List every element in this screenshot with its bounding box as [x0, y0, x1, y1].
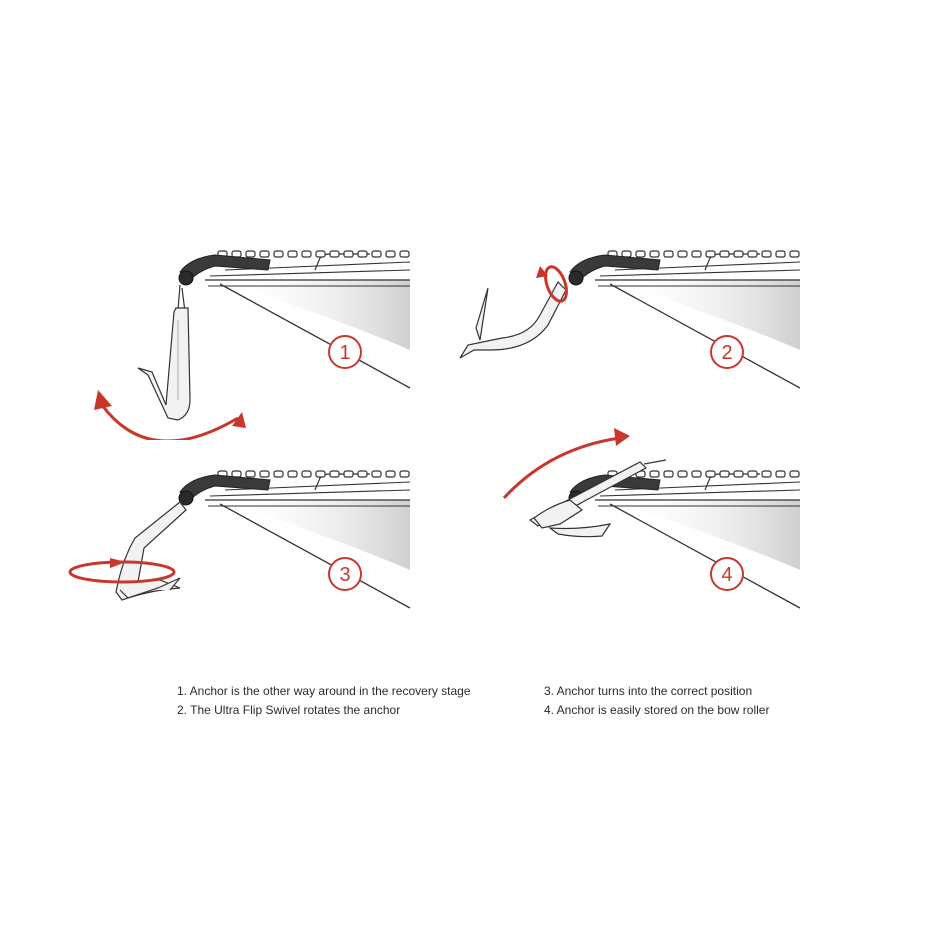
step-4-illustration: 4 [430, 420, 830, 660]
step-number-1: 1 [339, 342, 350, 364]
step-number-3: 3 [339, 564, 350, 586]
step-1-illustration: 1 [40, 200, 440, 440]
step-2-illustration: 2 [430, 200, 830, 440]
bow-roller-drawing [179, 251, 410, 388]
step-number-4: 4 [721, 564, 732, 586]
caption-step-2: 2. The Ultra Flip Swivel rotates the anc… [177, 703, 400, 717]
step-number-2: 2 [721, 342, 732, 364]
bow-roller-drawing [569, 251, 800, 388]
step-3-illustration: 3 [40, 420, 440, 660]
caption-step-3: 3. Anchor turns into the correct positio… [544, 684, 752, 698]
captions-legend: 1. Anchor is the other way around in the… [0, 680, 937, 740]
caption-step-1: 1. Anchor is the other way around in the… [177, 684, 471, 698]
bow-roller-drawing [179, 471, 410, 608]
bow-roller-drawing [569, 471, 800, 608]
caption-step-4: 4. Anchor is easily stored on the bow ro… [544, 703, 769, 717]
